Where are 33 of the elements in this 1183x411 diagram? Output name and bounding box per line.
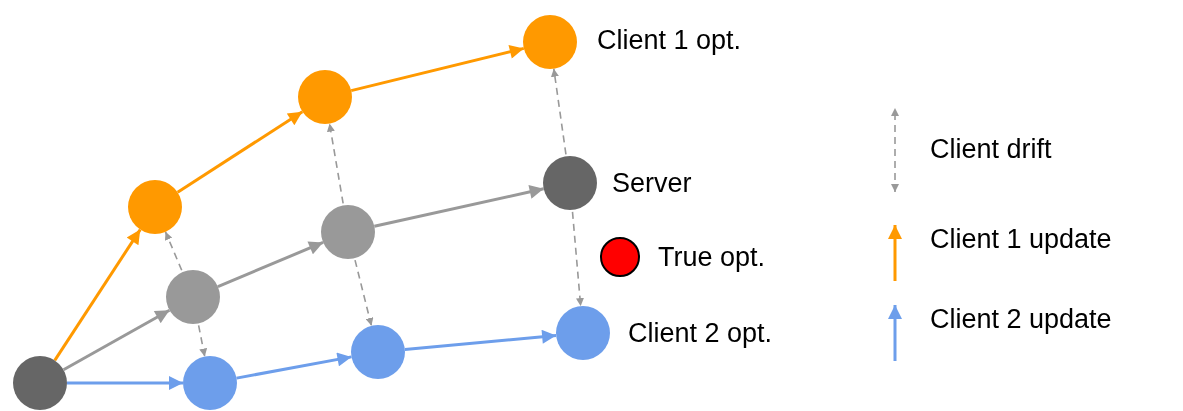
arrow (550, 67, 567, 156)
point-circle (183, 356, 237, 410)
arrow (571, 211, 584, 307)
arrow (197, 324, 208, 358)
point-circle (543, 156, 597, 210)
legend-label: Client 1 update (930, 226, 1112, 253)
point-circle (600, 237, 640, 277)
arrow (350, 44, 525, 93)
arrow (164, 231, 183, 272)
point-circle (523, 15, 577, 69)
arrow (236, 352, 352, 380)
arrow (53, 228, 142, 362)
legend-label: Client drift (930, 136, 1052, 163)
point-circle (128, 180, 182, 234)
arrow (374, 185, 544, 228)
point-label: Client 1 opt. (597, 27, 742, 54)
arrow (404, 329, 557, 351)
arrow (217, 241, 324, 288)
point-label: Client 2 opt. (628, 320, 773, 347)
legend-label: Client 2 update (930, 306, 1112, 333)
point-circle (321, 205, 375, 259)
point-label: Server (612, 170, 692, 197)
arrow (354, 259, 374, 327)
arrow (176, 110, 304, 194)
point-circle (351, 325, 405, 379)
point-circle (166, 270, 220, 324)
arrow (67, 376, 183, 390)
point-circle (556, 306, 610, 360)
point-circle (298, 70, 352, 124)
arrow (326, 122, 344, 205)
arrow (62, 308, 171, 372)
point-label: True opt. (658, 244, 766, 271)
point-circle (13, 356, 67, 410)
